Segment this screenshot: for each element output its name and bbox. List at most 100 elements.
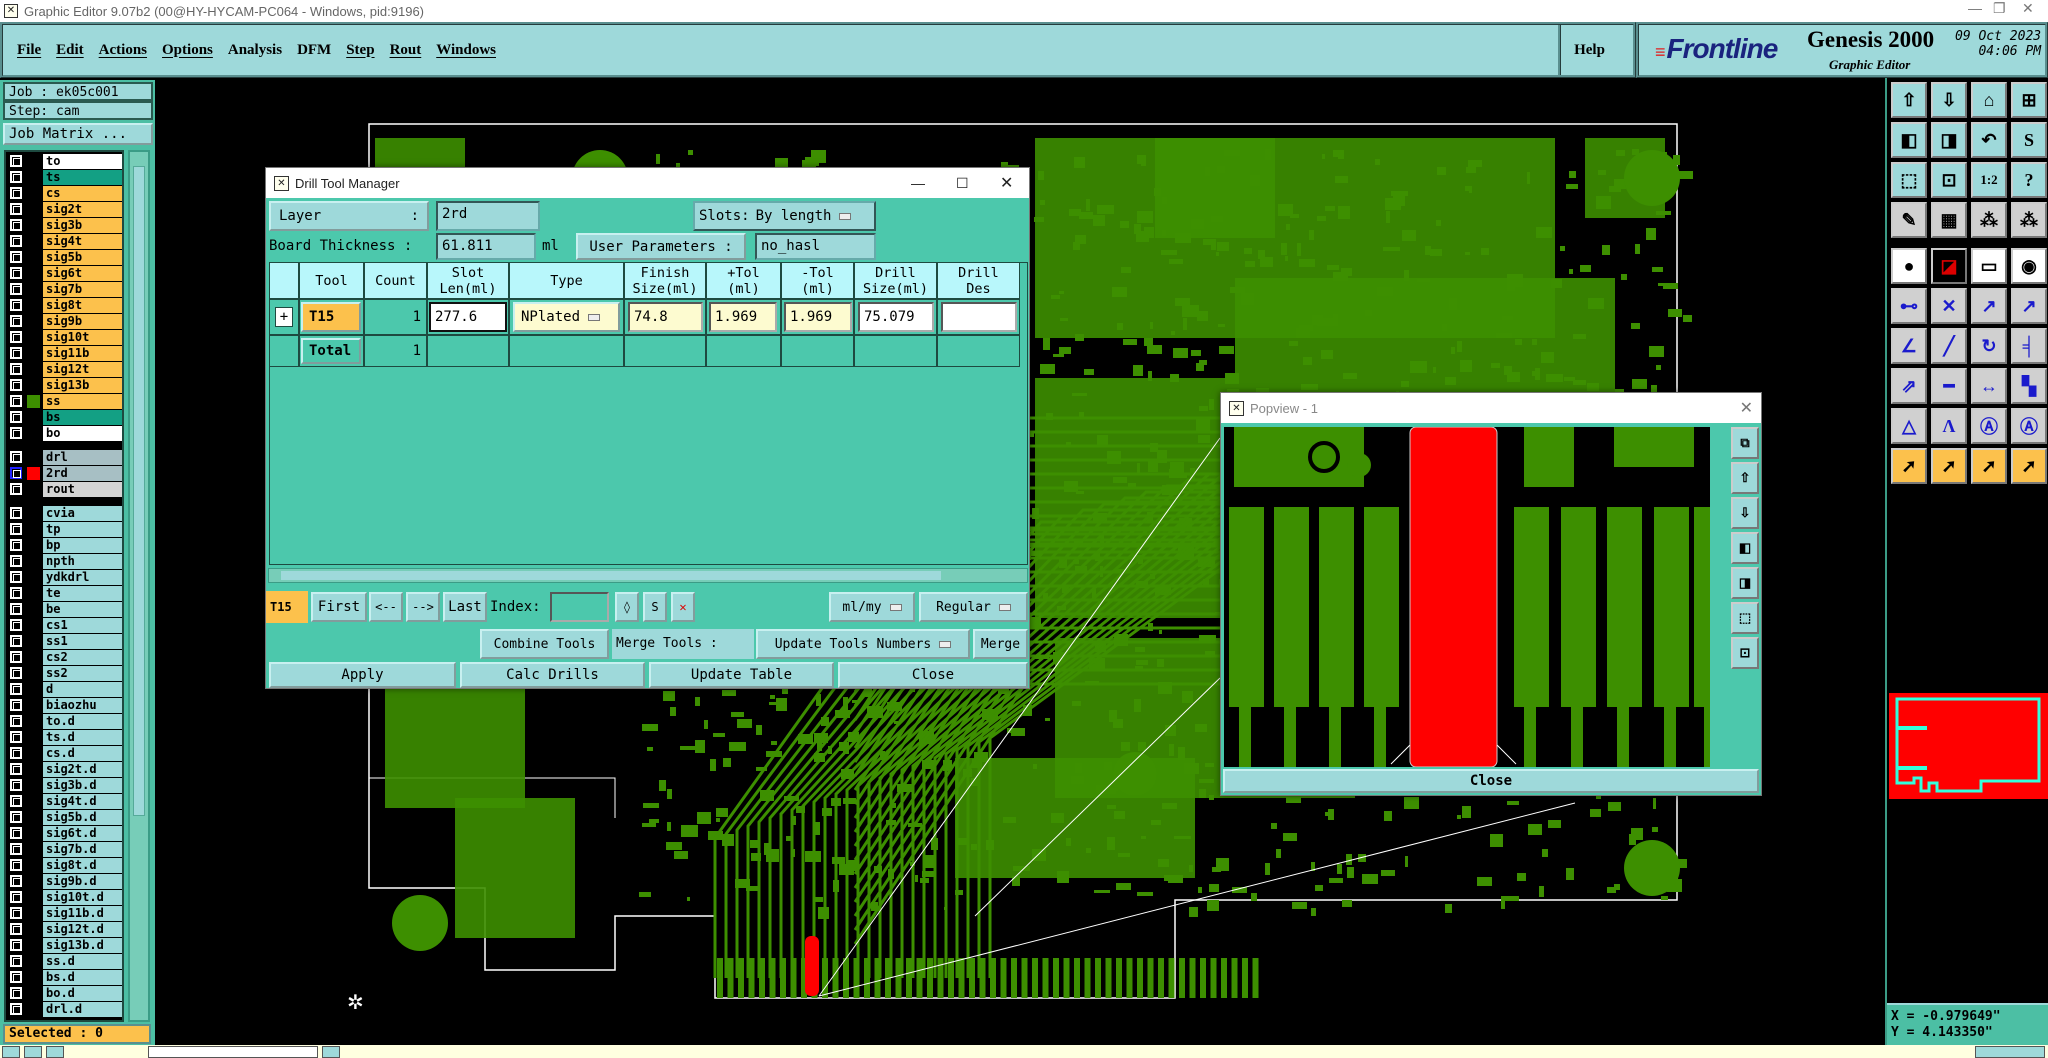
layer-row-cs1[interactable]: cs1 — [6, 618, 122, 633]
angle-icon[interactable]: ∠ — [1891, 328, 1927, 364]
popview-close-icon[interactable]: ✕ — [1739, 400, 1753, 417]
total-button[interactable]: Total — [301, 338, 361, 364]
layer-checkbox[interactable] — [10, 219, 22, 231]
net2-icon[interactable]: ⁂ — [2011, 202, 2047, 238]
layer-name[interactable]: te — [43, 586, 122, 601]
layer-checkbox[interactable] — [10, 955, 22, 967]
snap-icon[interactable]: ↗ — [1971, 288, 2007, 324]
layer-checkbox[interactable] — [10, 155, 22, 167]
cross-icon[interactable]: ✕ — [1931, 288, 1967, 324]
pan-right-icon[interactable]: ◨ — [1731, 567, 1759, 599]
move-icon[interactable]: ⇗ — [1891, 368, 1927, 404]
layer-name[interactable]: to — [43, 154, 122, 169]
layer-name[interactable]: cs2 — [43, 650, 122, 665]
menu-rout[interactable]: Rout — [389, 41, 422, 58]
scale-icon[interactable]: 1:2 — [1971, 162, 2007, 198]
fit-all-icon[interactable]: ⬚ — [1891, 162, 1927, 198]
layer-row-rout[interactable]: rout — [6, 482, 122, 497]
layer-name[interactable]: sig13b.d — [43, 938, 122, 953]
drill-size-input[interactable]: 75.079 — [858, 302, 934, 332]
mini-map[interactable] — [1889, 693, 2048, 799]
layer-name[interactable]: sig11b — [43, 346, 122, 361]
layer-name[interactable]: be — [43, 602, 122, 617]
layer-checkbox[interactable] — [10, 363, 22, 375]
pointer-icon[interactable]: ➚ — [1891, 448, 1927, 484]
overlap-icon[interactable]: ▚ — [2011, 368, 2047, 404]
zoom-out-icon[interactable]: ⇩ — [1731, 497, 1759, 529]
layer-name[interactable]: 2rd — [43, 466, 122, 481]
layer-name[interactable]: ts.d — [43, 730, 122, 745]
apply-button[interactable]: Apply — [269, 662, 456, 688]
minimize-button[interactable]: — — [911, 175, 925, 191]
layer-row-sig8t[interactable]: sig8t — [6, 298, 122, 313]
zoom-in-icon[interactable]: ⇧ — [1891, 82, 1927, 118]
popview-titlebar[interactable]: ✕ Popview - 1 ✕ — [1221, 393, 1761, 423]
finish-size-input[interactable]: 74.8 — [628, 302, 703, 332]
layer-checkbox[interactable] — [10, 939, 22, 951]
settings-icon[interactable]: ✎ — [1891, 202, 1927, 238]
last-button[interactable]: Last — [443, 592, 487, 622]
layer-row-bs[interactable]: bs — [6, 410, 122, 425]
layer-row-sig4t.d[interactable]: sig4t.d — [6, 794, 122, 809]
layer-checkbox[interactable] — [10, 507, 22, 519]
layer-checkbox[interactable] — [10, 483, 22, 495]
layer-checkbox[interactable] — [10, 987, 22, 999]
triangle-icon[interactable]: △ — [1891, 408, 1927, 444]
net-icon[interactable]: ⁂ — [1971, 202, 2007, 238]
expand-row-icon[interactable]: + — [275, 307, 293, 327]
layer-checkbox[interactable] — [10, 539, 22, 551]
menu-step[interactable]: Step — [346, 41, 375, 58]
next-button[interactable]: --> — [406, 592, 440, 622]
restore-button[interactable]: ❐ — [1993, 0, 2006, 16]
prev-button[interactable]: <-- — [369, 592, 403, 622]
layer-row-sig6t.d[interactable]: sig6t.d — [6, 826, 122, 841]
scrollbar-thumb[interactable] — [281, 571, 941, 580]
menu-help[interactable]: Help — [1558, 25, 1618, 75]
menu-edit[interactable]: Edit — [56, 41, 84, 58]
layer-row-cs.d[interactable]: cs.d — [6, 746, 122, 761]
layer-row-to[interactable]: to — [6, 154, 122, 169]
layer-name[interactable]: bp — [43, 538, 122, 553]
calc-drills-button[interactable]: Calc Drills — [460, 662, 645, 688]
layer-checkbox[interactable] — [10, 467, 22, 479]
rotate-icon[interactable]: ↻ — [1971, 328, 2007, 364]
slots-dropdown[interactable]: By length — [756, 205, 852, 227]
mode-dropdown[interactable]: Regular — [919, 592, 1028, 622]
layer-row-sig11b[interactable]: sig11b — [6, 346, 122, 361]
fit-profile-icon[interactable]: ⊡ — [1731, 637, 1759, 669]
layer-checkbox[interactable] — [10, 843, 22, 855]
layer-row-bo[interactable]: bo — [6, 426, 122, 441]
layer-name[interactable]: sig12t — [43, 362, 122, 377]
slot-length-input[interactable]: 277.6 — [429, 302, 507, 332]
update-table-button[interactable]: Update Table — [649, 662, 834, 688]
layer-row-2rd[interactable]: 2rd — [6, 466, 122, 481]
layer-row-sig11b.d[interactable]: sig11b.d — [6, 906, 122, 921]
type-dropdown[interactable]: NPlated — [513, 302, 620, 332]
layer-checkbox[interactable] — [10, 331, 22, 343]
layer-checkbox[interactable] — [10, 715, 22, 727]
layer-row-ts[interactable]: ts — [6, 170, 122, 185]
combine-tools-button[interactable]: Combine Tools — [480, 629, 609, 659]
pad-icon[interactable]: ◉ — [2011, 248, 2047, 284]
close-dialog-button[interactable]: ✕ — [1000, 175, 1014, 192]
layer-checkbox[interactable] — [10, 187, 22, 199]
layer-name[interactable]: cs1 — [43, 618, 122, 633]
arch-icon[interactable]: Ⓐ — [1971, 408, 2007, 444]
layer-row-te[interactable]: te — [6, 586, 122, 601]
layer-row-cvia[interactable]: cvia — [6, 506, 122, 521]
layer-row-biaozhu[interactable]: biaozhu — [6, 698, 122, 713]
layer-name[interactable]: sig8t.d — [43, 858, 122, 873]
layer-name[interactable]: bo — [43, 426, 122, 441]
layer-name[interactable]: rout — [43, 482, 122, 497]
table-horizontal-scrollbar[interactable] — [268, 568, 1028, 583]
layer-checkbox[interactable] — [10, 811, 22, 823]
layer-name[interactable]: ydkdrl — [43, 570, 122, 585]
layer-name[interactable]: to.d — [43, 714, 122, 729]
popview-canvas[interactable] — [1224, 427, 1710, 767]
layer-row-tp[interactable]: tp — [6, 522, 122, 537]
pan-right-icon[interactable]: ◨ — [1931, 122, 1967, 158]
layer-button[interactable]: Layer: — [269, 201, 429, 231]
layer-name[interactable]: ts — [43, 170, 122, 185]
layer-name[interactable]: bo.d — [43, 986, 122, 1001]
arc-icon[interactable]: Λ — [1931, 408, 1967, 444]
